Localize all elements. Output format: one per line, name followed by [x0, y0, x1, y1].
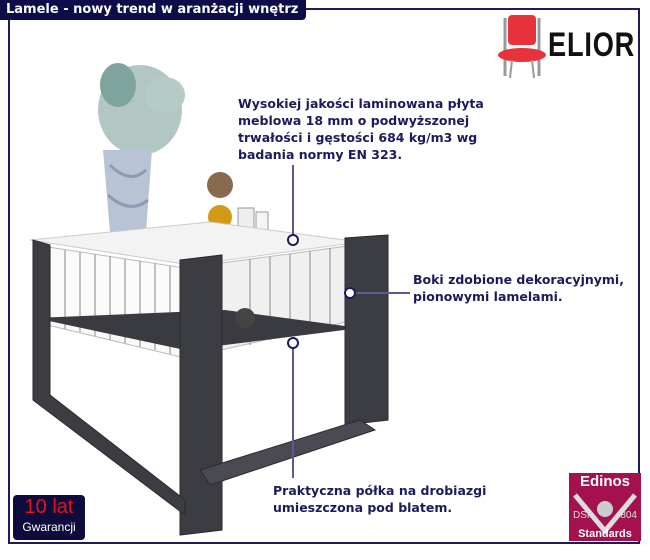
certificate-bottom: Standards	[578, 528, 632, 540]
warranty-label: Gwarancji	[22, 520, 76, 534]
warranty-value: 10 lat	[24, 496, 74, 518]
callout-lamellas: Boki zdobione dekoracyjnymi, pionowymi l…	[413, 271, 624, 305]
certificate-name: Edinos	[579, 473, 630, 490]
callout-line: umieszczona pod blatem.	[273, 500, 453, 515]
callout-line: pionowymi lamelami.	[413, 289, 563, 304]
certificate-badge: Edinos DSI 804 Standards	[569, 473, 641, 541]
callout-line: badania normy EN 323.	[238, 147, 403, 162]
chair-icon	[498, 15, 546, 79]
certificate-right: 804	[620, 510, 637, 521]
callout-markers	[287, 165, 410, 478]
certificate-v-icon	[573, 493, 637, 535]
warranty-badge: 10 lat Gwarancji	[13, 495, 85, 540]
brand-logo: ELIOR	[548, 26, 636, 64]
callout-tabletop: Wysokiej jakości laminowana płyta meblow…	[238, 95, 484, 163]
callout-line: Praktyczna półka na drobiazgi	[273, 483, 487, 498]
page-title: Lamele - nowy trend w aranżacji wnętrz	[0, 0, 307, 20]
callout-line: meblowa 18 mm o podwyższonej	[238, 113, 470, 128]
callout-line: Boki zdobione dekoracyjnymi,	[413, 272, 624, 287]
certificate-left: DSI	[573, 510, 590, 521]
image-frame	[8, 8, 640, 544]
callout-shelf: Praktyczna półka na drobiazgi umieszczon…	[273, 482, 486, 516]
decor-icon	[207, 172, 269, 231]
plant-vase-icon	[98, 63, 185, 232]
callout-line: trwałości i gęstości 684 kg/m3 wg	[238, 130, 478, 145]
callout-line: Wysokiej jakości laminowana płyta	[238, 96, 484, 111]
